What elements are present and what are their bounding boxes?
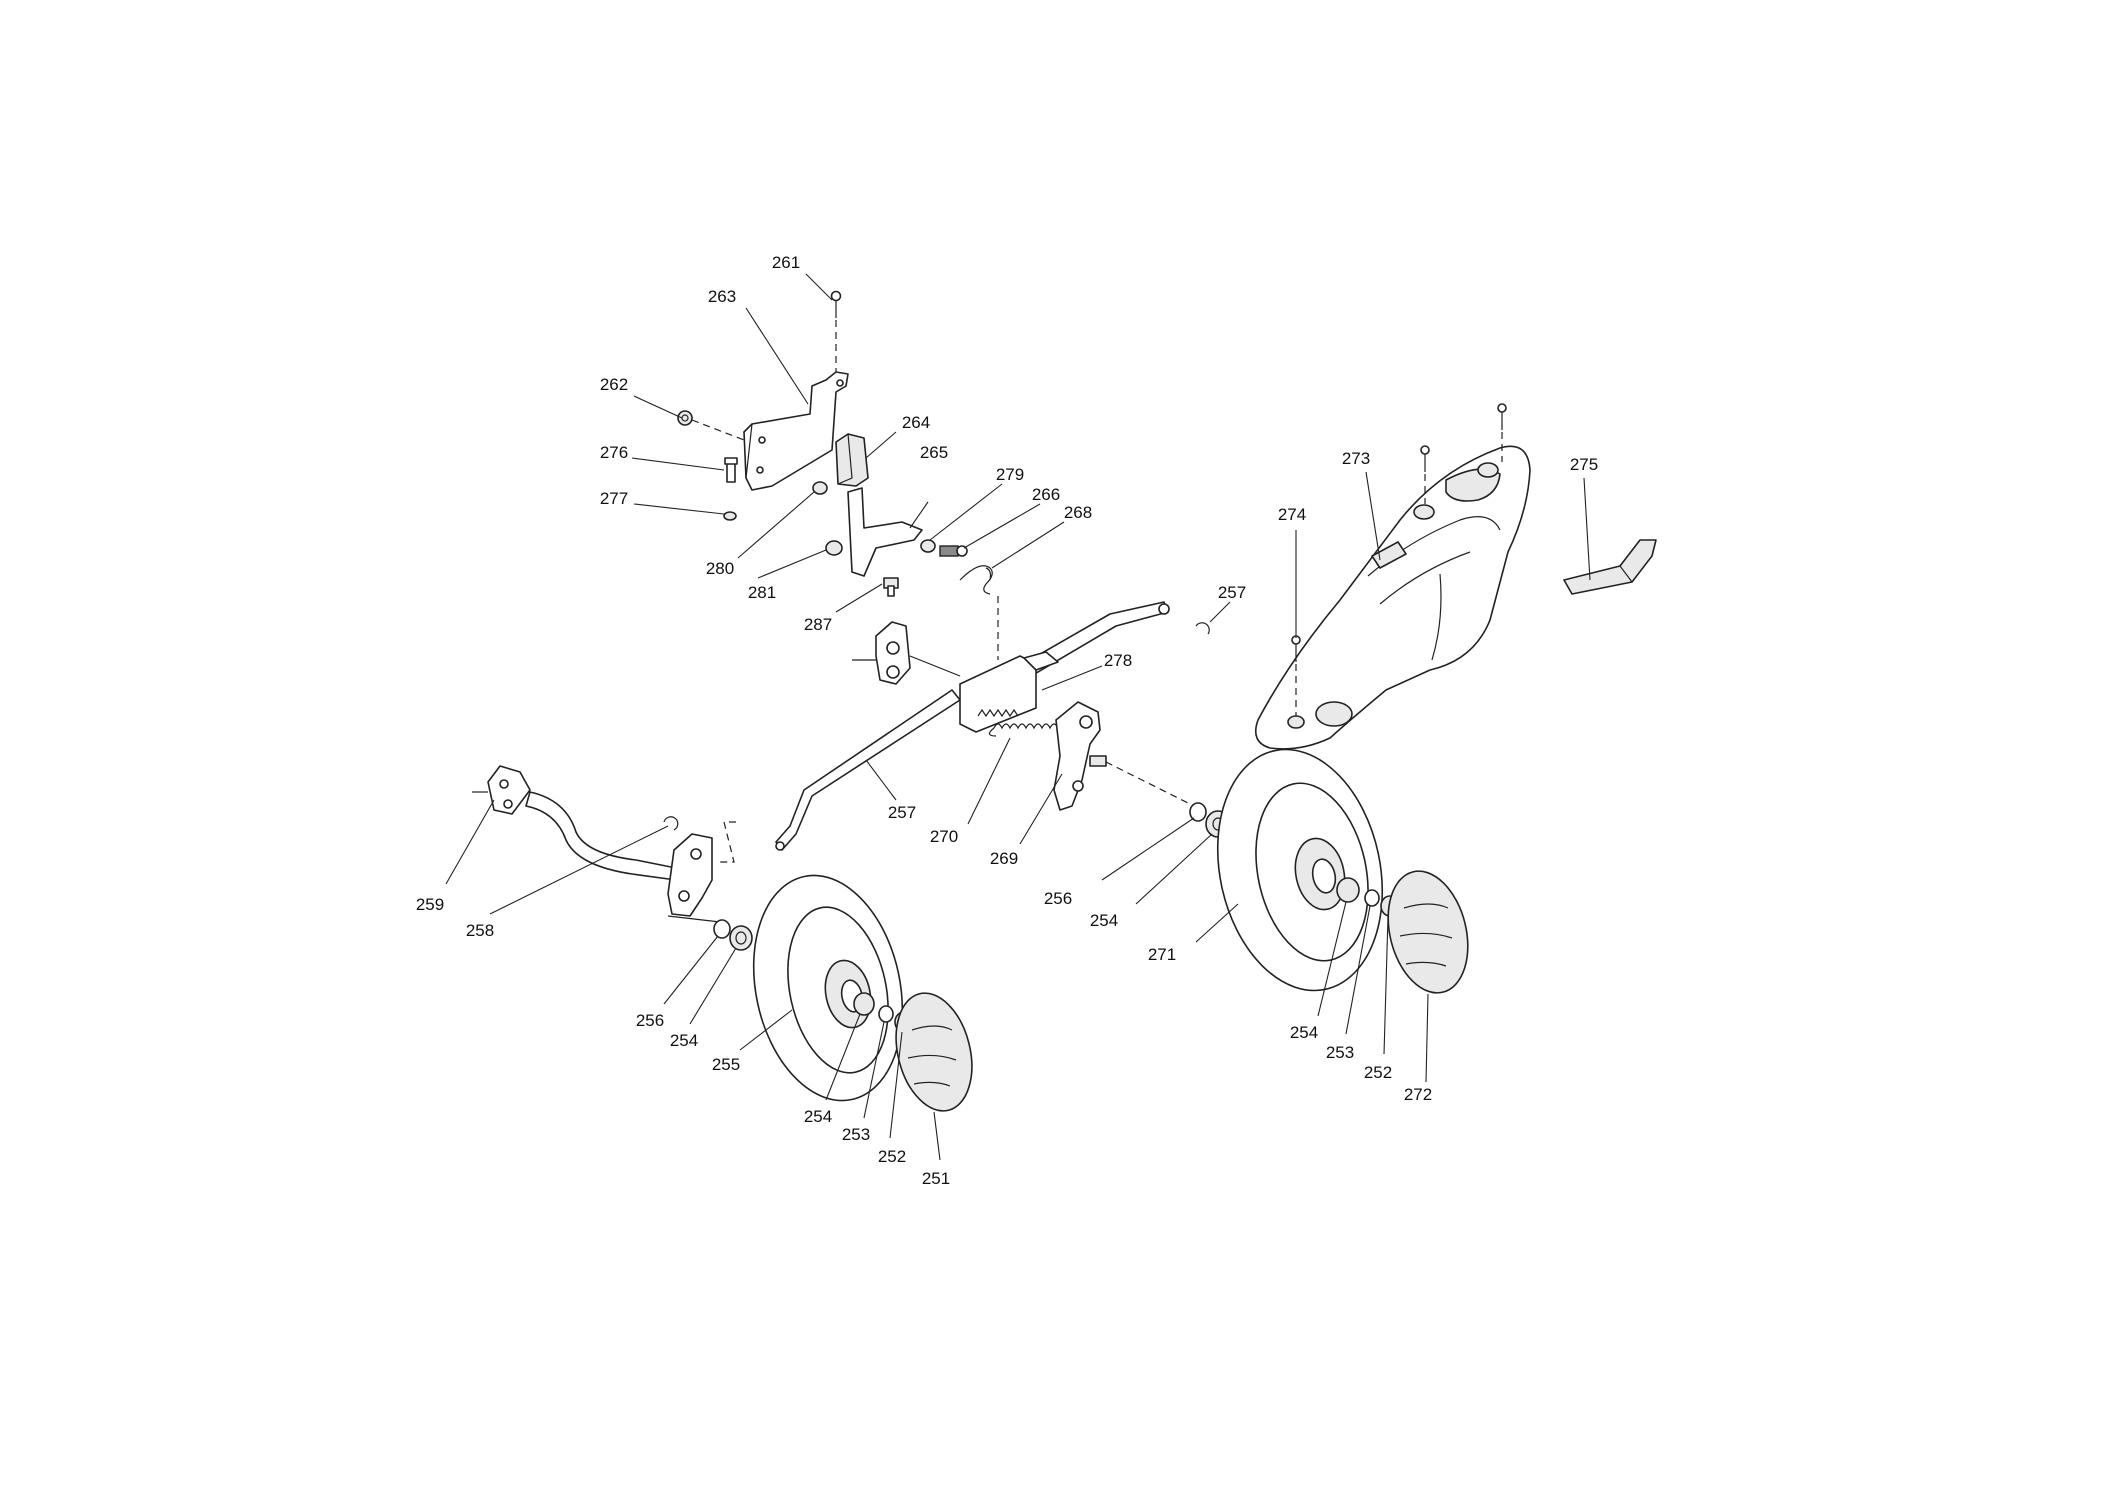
callout-261: 261 [772, 253, 800, 272]
circlip-258 [663, 816, 679, 831]
callout-271: 271 [1148, 945, 1176, 964]
circlip-257 [1195, 622, 1210, 635]
washer-253-right [1364, 889, 1380, 907]
nut-277 [723, 511, 737, 521]
callout-264: 264 [902, 413, 930, 432]
washer-256-right [1189, 802, 1207, 822]
callout-279: 279 [996, 465, 1024, 484]
callout-253-right: 253 [1326, 1043, 1354, 1062]
rear-cover-assembly [1254, 403, 1531, 750]
nut-279 [920, 539, 936, 553]
callout-278: 278 [1104, 651, 1132, 670]
bushing-254-left [729, 925, 753, 951]
washer-256-left [713, 919, 731, 939]
height-adjust-axle [775, 601, 1210, 851]
screw-cover-top [1497, 403, 1507, 462]
callout-276: 276 [600, 443, 628, 462]
callout-270: 270 [930, 827, 958, 846]
leader-lines [445, 273, 1591, 1161]
callout-253-left: 253 [842, 1125, 870, 1144]
callout-254-hub-right: 254 [1290, 1023, 1318, 1042]
bracket-plate [743, 371, 849, 491]
rear-cover [1254, 445, 1531, 750]
pivot-plate-259 [487, 765, 531, 815]
notched-rack [959, 655, 1037, 733]
wheel-right [1189, 748, 1469, 994]
height-adjust-bracket [677, 290, 999, 660]
washer-280 [812, 481, 828, 495]
callout-252-right: 252 [1364, 1063, 1392, 1082]
axle-bracket-front [667, 833, 713, 917]
wheel-left [713, 874, 973, 1112]
screw-cover-mid [1420, 445, 1430, 504]
callout-277: 277 [600, 489, 628, 508]
callout-259: 259 [416, 895, 444, 914]
callout-251: 251 [922, 1169, 950, 1188]
callout-266: 266 [1032, 485, 1060, 504]
spacer-266 [939, 545, 968, 557]
torsion-spring-268 [959, 565, 993, 595]
callout-256-left: 256 [636, 1011, 664, 1030]
callout-257-lever: 257 [888, 803, 916, 822]
bolt-276 [724, 457, 738, 483]
callout-252-left: 252 [878, 1147, 906, 1166]
callout-256-right: 256 [1044, 889, 1072, 908]
callout-274: 274 [1278, 505, 1306, 524]
callout-254-hub-left: 254 [804, 1107, 832, 1126]
callout-273: 273 [1342, 449, 1370, 468]
callout-281: 281 [748, 583, 776, 602]
callout-269: 269 [990, 849, 1018, 868]
callout-263: 263 [708, 287, 736, 306]
callout-254-right: 254 [1090, 911, 1118, 930]
axle-bracket-right [1053, 701, 1101, 811]
bushing-254-hub-left [853, 992, 875, 1016]
callout-265: 265 [920, 443, 948, 462]
washer-253-left [878, 1005, 894, 1023]
lever-plate [847, 487, 923, 577]
callout-255: 255 [712, 1055, 740, 1074]
rear-flap-275 [1563, 539, 1657, 595]
callout-257-circlip: 257 [1218, 583, 1246, 602]
callout-262: 262 [600, 375, 628, 394]
callout-254-left: 254 [670, 1031, 698, 1050]
callout-275: 275 [1570, 455, 1598, 474]
screw-274 [1291, 635, 1301, 716]
bracket-278 [1023, 651, 1059, 671]
callout-272: 272 [1404, 1085, 1432, 1104]
nut-281 [825, 540, 843, 556]
hubcap-272 [1387, 870, 1469, 994]
callout-258: 258 [466, 921, 494, 940]
bushing-254-hub-right [1336, 877, 1360, 903]
nut-262 [677, 410, 745, 441]
callout-287: 287 [804, 615, 832, 634]
pin-287 [883, 577, 899, 597]
callout-labels: 261 263 262 264 276 265 279 266 268 277 … [416, 253, 1598, 1188]
front-axle-assembly [472, 765, 736, 923]
callout-280: 280 [706, 559, 734, 578]
tension-spring-270 [988, 723, 1059, 737]
screw-261 [830, 290, 842, 372]
callout-268: 268 [1064, 503, 1092, 522]
